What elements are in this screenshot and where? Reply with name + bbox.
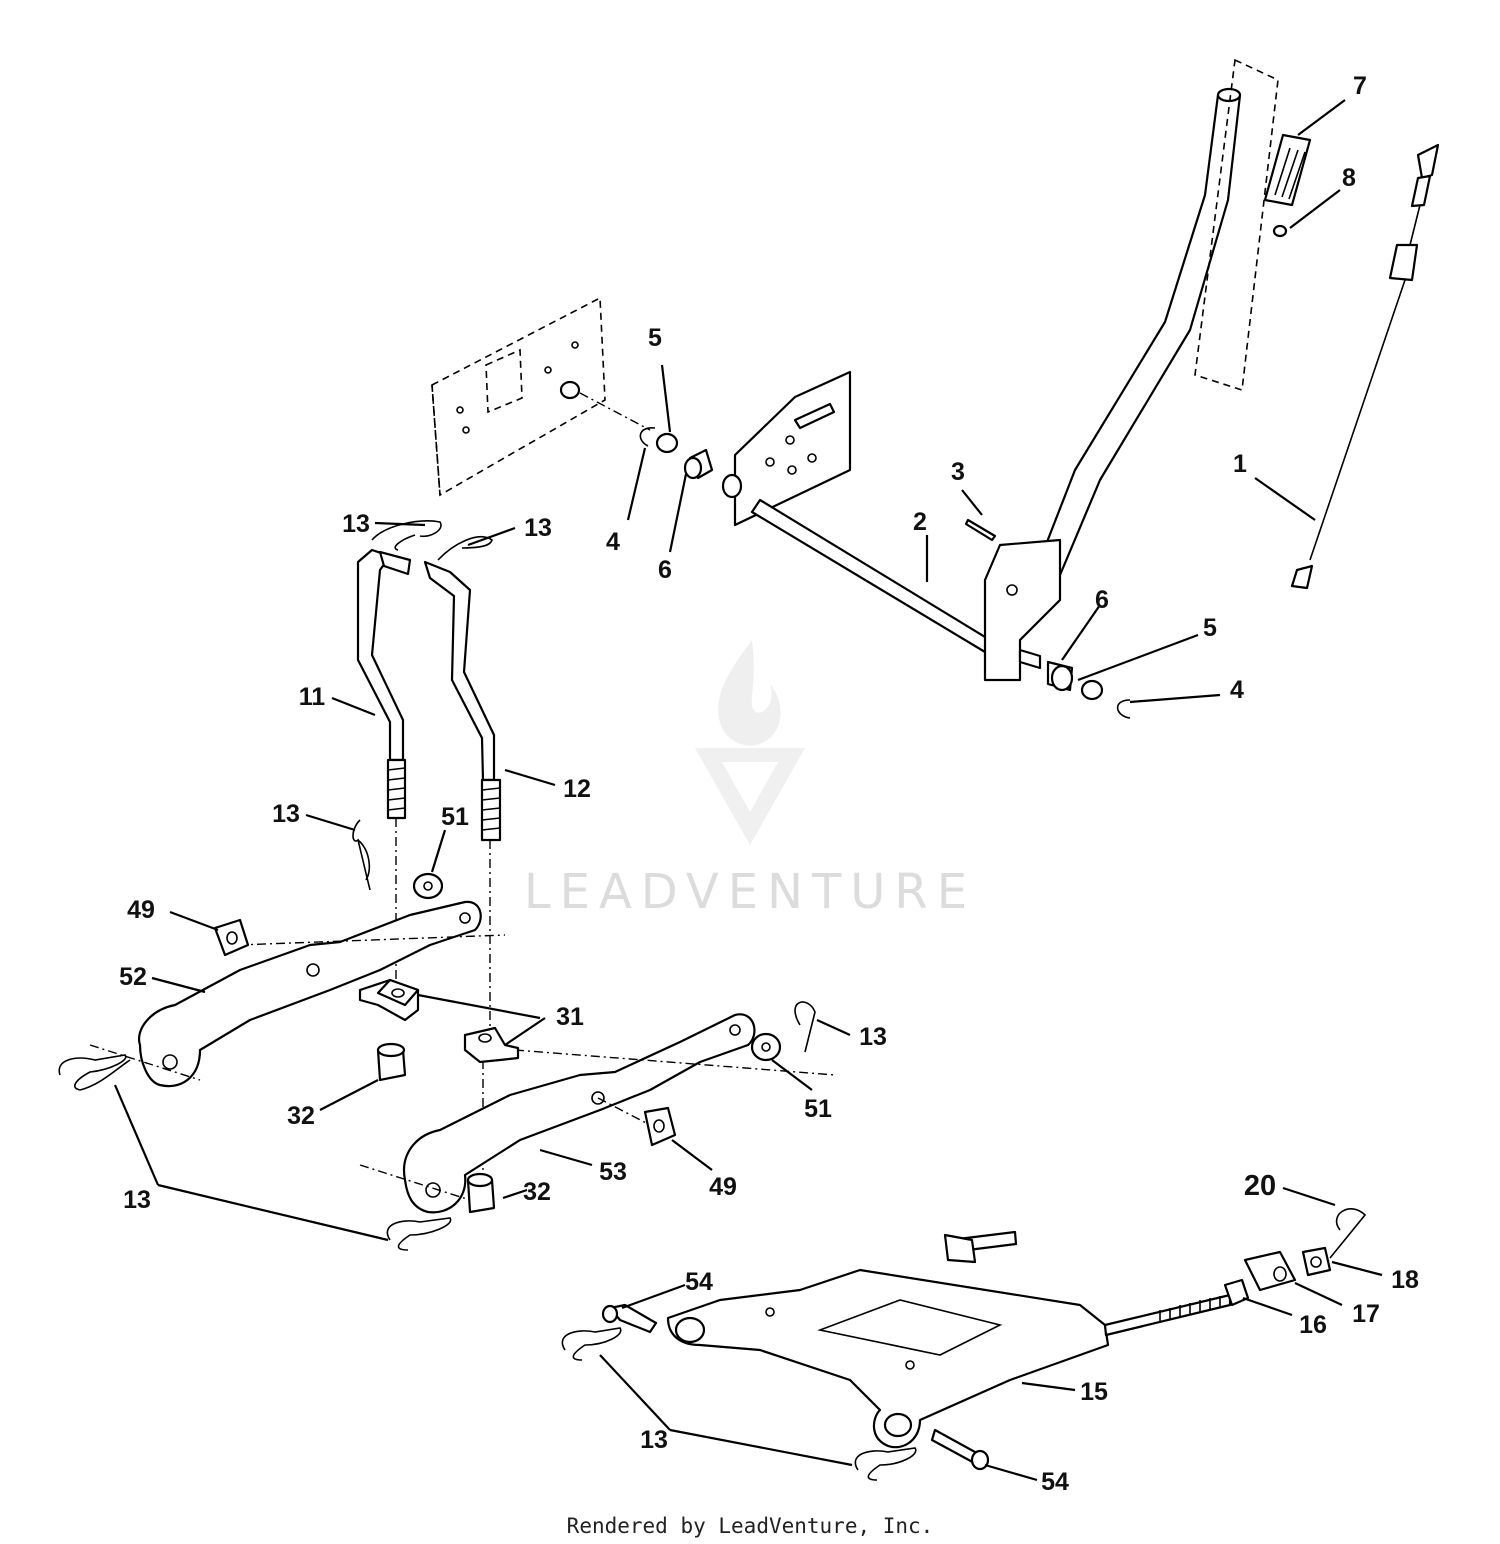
grip-screw — [1272, 224, 1288, 238]
callout-4-left: 4 — [606, 528, 620, 556]
hairpin-clip-lower-left — [58, 1054, 131, 1091]
callout-15: 15 — [1080, 1378, 1108, 1406]
callout-labels: 1 2 3 4 4 5 5 6 6 7 8 11 12 13 13 13 13 … — [119, 72, 1419, 1496]
callout-11: 11 — [299, 683, 326, 711]
clevis-pin-lower — [930, 1428, 990, 1471]
callout-1: 1 — [1233, 450, 1247, 478]
hairpin-clip-right — [794, 1001, 816, 1053]
frame-bracket-phantom — [431, 296, 606, 497]
callout-51-right: 51 — [804, 1095, 832, 1123]
pin — [964, 518, 997, 542]
link-arm-53 — [402, 1013, 756, 1214]
callout-13-mid-left: 13 — [272, 800, 300, 828]
nut-32-lower — [466, 1172, 496, 1214]
lift-shaft — [721, 473, 992, 654]
lift-link-11 — [356, 548, 412, 820]
callout-5-left: 5 — [648, 324, 662, 352]
left-shaft-hardware — [639, 427, 714, 480]
watermark-text: LEADVENTURE — [524, 864, 976, 920]
leadventure-logo-watermark — [695, 640, 805, 845]
callout-20: 20 — [1244, 1170, 1276, 1202]
callout-32-lower: 32 — [523, 1178, 551, 1206]
callout-18: 18 — [1391, 1266, 1419, 1294]
hairpin-clip-hitch-bottom — [854, 1447, 917, 1481]
hitch-rod — [1103, 1293, 1232, 1337]
callout-13-top-left: 13 — [342, 510, 370, 538]
trunnion-upper — [358, 978, 420, 1022]
hairpin-clip-mid-left — [352, 819, 371, 891]
washer-right — [750, 1032, 782, 1062]
lift-plate — [733, 370, 852, 527]
callout-8: 8 — [1342, 164, 1356, 192]
axis-arm-52-end — [89, 1044, 201, 1081]
trunnion-lower — [463, 1026, 520, 1064]
callout-12: 12 — [563, 775, 591, 803]
nut-32-upper — [376, 1042, 407, 1082]
right-shaft-hardware — [1018, 648, 1131, 719]
callout-13-right: 13 — [859, 1023, 887, 1051]
axis-arm-53-end — [359, 1164, 471, 1201]
handle-grip — [1263, 133, 1312, 207]
hitch-upper-stud — [943, 1230, 1018, 1264]
callout-49-lower: 49 — [709, 1173, 737, 1201]
callout-53: 53 — [599, 1158, 627, 1186]
nut-16 — [1223, 1278, 1250, 1307]
callout-13-lower-left: 13 — [123, 1186, 151, 1214]
callout-31: 31 — [556, 1003, 584, 1031]
callout-49-upper: 49 — [127, 896, 155, 924]
callout-5-right: 5 — [1203, 614, 1217, 642]
cable-rod — [1290, 143, 1440, 590]
callout-54-lower: 54 — [1041, 1468, 1069, 1496]
axis-line-bracket — [579, 392, 651, 431]
washer-left — [412, 872, 444, 900]
axis-arm-53 — [514, 1049, 836, 1076]
footer-credit: Rendered by LeadVenture, Inc. — [567, 1514, 934, 1538]
callout-6-left: 6 — [658, 556, 672, 584]
callout-52: 52 — [119, 963, 147, 991]
link-arm-52 — [137, 900, 482, 1088]
callout-13-top-right: 13 — [524, 514, 552, 542]
callout-13-hitch: 13 — [640, 1426, 668, 1454]
callout-51-left: 51 — [441, 803, 469, 831]
leader-lines — [113, 99, 1383, 1482]
lift-link-12 — [423, 560, 502, 842]
callout-7: 7 — [1353, 72, 1367, 100]
callout-4-right: 4 — [1230, 676, 1244, 704]
flange-nut-lower — [643, 1106, 677, 1147]
lift-handle — [983, 87, 1242, 682]
hairpin-clip-bottom — [386, 1217, 452, 1251]
hitch-plate — [666, 1268, 1110, 1449]
clevis-17 — [1243, 1250, 1297, 1292]
callout-16: 16 — [1299, 1311, 1327, 1339]
axis-arm-52 — [237, 934, 506, 946]
callout-32-upper: 32 — [287, 1102, 315, 1130]
hairpin-clip-top-left — [371, 520, 442, 551]
callout-2: 2 — [913, 508, 927, 536]
hairpin-clip-hitch-left — [561, 1327, 622, 1361]
nut-18 — [1301, 1246, 1332, 1277]
callout-3: 3 — [951, 458, 965, 486]
callout-6-right: 6 — [1095, 586, 1109, 614]
axis-arm-53-mid — [597, 1097, 651, 1126]
hairpin-clip-top-right — [437, 535, 493, 561]
flange-nut-upper — [213, 918, 250, 957]
clevis-pin-upper — [601, 1303, 658, 1334]
hairpin-clip-20 — [1329, 1208, 1367, 1259]
callout-17: 17 — [1352, 1300, 1380, 1328]
callout-54-upper: 54 — [685, 1268, 713, 1296]
